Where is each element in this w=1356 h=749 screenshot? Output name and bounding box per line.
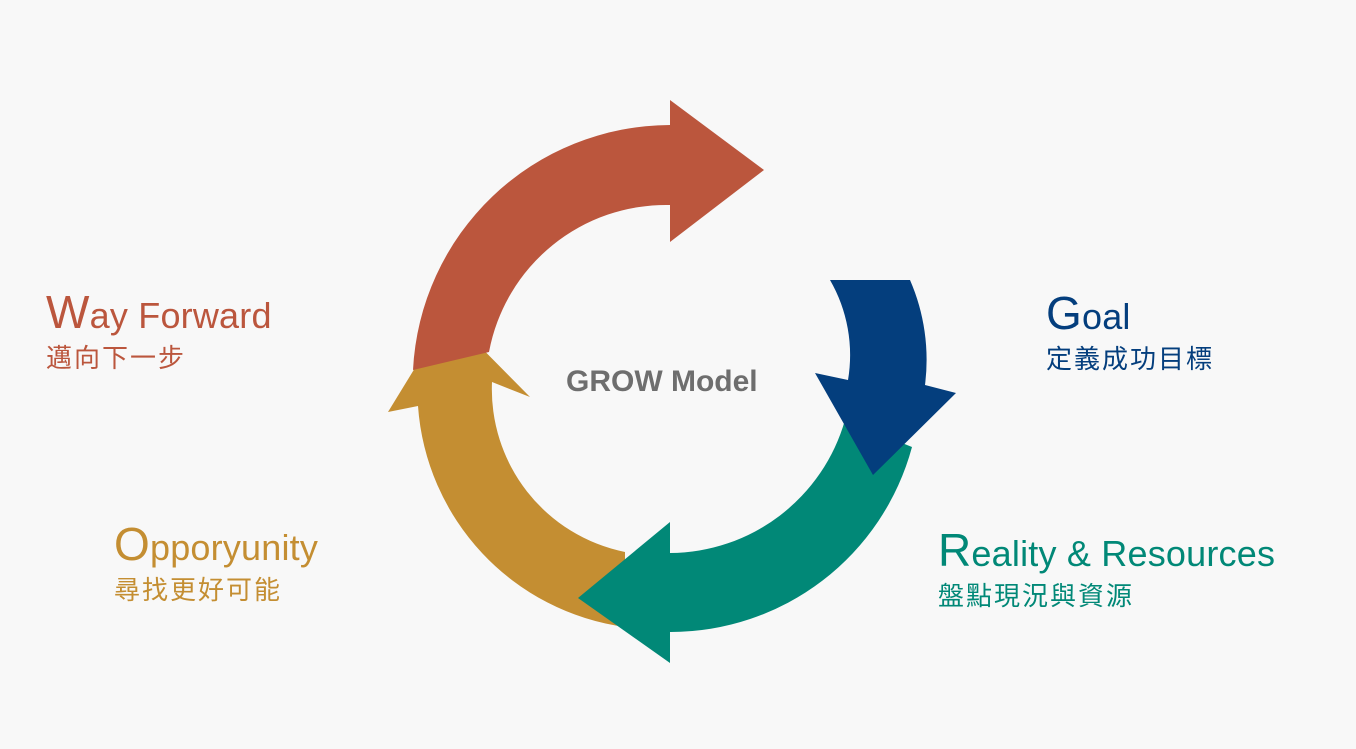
opportunity-label: Opporyunity 尋找更好可能	[114, 521, 319, 608]
goal-arrow	[815, 280, 956, 475]
way-forward-title: Way Forward	[46, 289, 272, 336]
way-forward-initial: W	[46, 286, 90, 338]
goal-initial: G	[1046, 287, 1082, 339]
goal-label: Goal 定義成功目標	[1046, 290, 1215, 377]
goal-title: Goal	[1046, 290, 1214, 337]
reality-label: Reality & Resources 盤點現況與資源	[938, 527, 1276, 614]
reality-title: Reality & Resources	[938, 527, 1276, 574]
goal-title-rest: oal	[1081, 296, 1131, 337]
opportunity-title: Opporyunity	[114, 521, 319, 568]
goal-subtitle: 定義成功目標	[1046, 345, 1215, 375]
center-title: GROW Model	[566, 365, 758, 398]
reality-arrow	[578, 420, 912, 663]
opportunity-arrow	[388, 314, 625, 627]
reality-subtitle: 盤點現況與資源	[938, 582, 1135, 612]
way-forward-title-rest: ay Forward	[89, 295, 272, 336]
way-forward-arrow	[413, 100, 764, 370]
way-forward-subtitle: 邁向下一步	[46, 344, 187, 374]
opportunity-subtitle: 尋找更好可能	[114, 576, 283, 606]
way-forward-label: Way Forward 邁向下一步	[46, 289, 272, 376]
opportunity-title-rest: pporyunity	[149, 527, 319, 568]
opportunity-initial: O	[114, 518, 150, 570]
reality-initial: R	[938, 524, 972, 576]
reality-title-rest: eality & Resources	[971, 533, 1276, 574]
